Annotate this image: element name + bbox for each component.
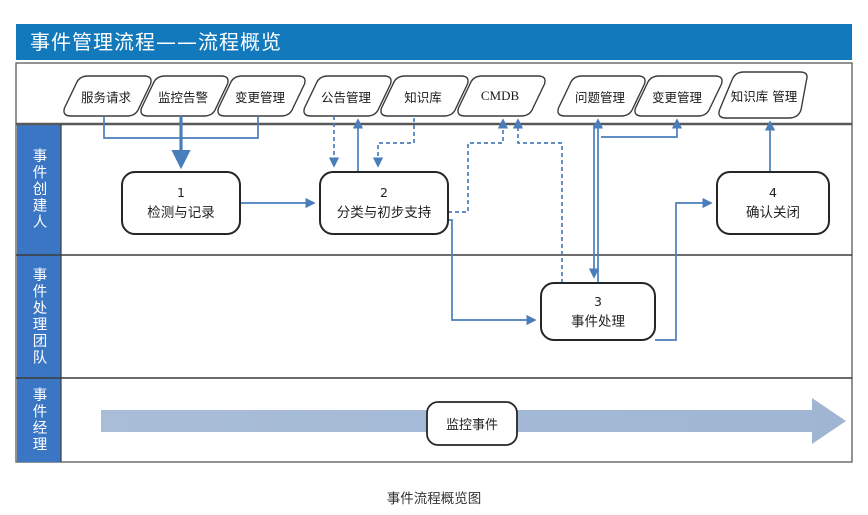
- top-node-shape-change-management[interactable]: [217, 75, 306, 117]
- process-box-detect-record[interactable]: [121, 171, 241, 235]
- lane-strip-incident-creator: [17, 124, 61, 255]
- lane-strip-incident-team: [17, 255, 61, 378]
- process-box-classify-support[interactable]: [319, 171, 449, 235]
- connector-service-request-to-detect: [103, 116, 181, 139]
- connector-change-management-to-detect: [181, 116, 259, 139]
- top-node-shape-bulletin-management[interactable]: [303, 75, 392, 117]
- process-box-name-2: 分类与初步支持: [336, 205, 432, 221]
- process-box-number-2: 2: [380, 185, 388, 200]
- connector-handle-to-cmdb: [512, 118, 563, 283]
- top-node-label-change-management-2[interactable]: 变更管理: [651, 89, 702, 105]
- monitor-label-box[interactable]: [426, 401, 518, 446]
- process-box-number-1: 1: [177, 185, 185, 200]
- top-node-label-monitoring-alarm[interactable]: 监控告警: [157, 89, 208, 105]
- process-box-name-3: 事件处理: [571, 313, 625, 330]
- top-node-shape-cmdb[interactable]: [457, 75, 546, 117]
- lane-label-incident-manager: 事件经理: [30, 387, 47, 453]
- top-node-shape-change-management-2[interactable]: [634, 75, 723, 117]
- process-box-confirm-close[interactable]: [716, 171, 830, 235]
- top-node-label-change-management[interactable]: 变更管理: [234, 89, 285, 105]
- process-box-name-1: 检测与记录: [147, 205, 215, 221]
- top-node-shape-problem-management[interactable]: [557, 75, 646, 117]
- process-box-label-classify-support[interactable]: 2 分类与初步支持: [320, 172, 448, 234]
- connector-handle-to-confirm-close: [655, 197, 713, 341]
- lane-strip-incident-manager: [17, 378, 61, 462]
- process-box-name-4: 确认关闭: [746, 205, 800, 221]
- top-node-shape-knowledge-base[interactable]: [380, 75, 469, 117]
- connector-knowledge-base-to-classify: [372, 118, 415, 168]
- top-node-label-service-request[interactable]: 服务请求: [80, 89, 131, 105]
- top-node-shape-monitoring-alarm[interactable]: [140, 75, 229, 117]
- top-node-label-knowledge-base-mgmt[interactable]: 知识库 管理: [730, 88, 798, 104]
- top-node-label-problem-management[interactable]: 问题管理: [574, 89, 625, 105]
- process-box-number-4: 4: [769, 185, 777, 200]
- connector-classify-to-handle: [448, 219, 537, 326]
- diagram-frame: [15, 62, 853, 463]
- top-node-label-knowledge-base[interactable]: 知识库: [404, 89, 442, 105]
- process-box-number-3: 3: [594, 293, 602, 309]
- lane-label-incident-team: 事件处理团队: [30, 267, 47, 366]
- top-node-label-bulletin-management[interactable]: 公告管理: [320, 89, 371, 105]
- process-box-incident-handle[interactable]: [540, 282, 656, 341]
- title-bar: [16, 24, 852, 60]
- top-node-shape-knowledge-base-mgmt[interactable]: [718, 71, 808, 119]
- process-box-label-detect-record[interactable]: 1 检测与记录: [122, 172, 240, 234]
- page-title: 事件管理流程——流程概览: [30, 30, 282, 54]
- monitor-band-label[interactable]: 监控事件: [445, 418, 498, 433]
- process-box-label-confirm-close[interactable]: 4 确认关闭: [717, 172, 829, 234]
- top-node-label-cmdb[interactable]: CMDB: [480, 88, 520, 103]
- top-node-shape-service-request[interactable]: [63, 75, 152, 117]
- connector-change-management2-to-handle: [601, 118, 683, 138]
- figure-caption: 事件流程概览图: [386, 491, 482, 507]
- lane-label-incident-creator: 事件创建人: [30, 148, 47, 231]
- process-box-label-incident-handle[interactable]: 3 事件处理: [541, 283, 655, 340]
